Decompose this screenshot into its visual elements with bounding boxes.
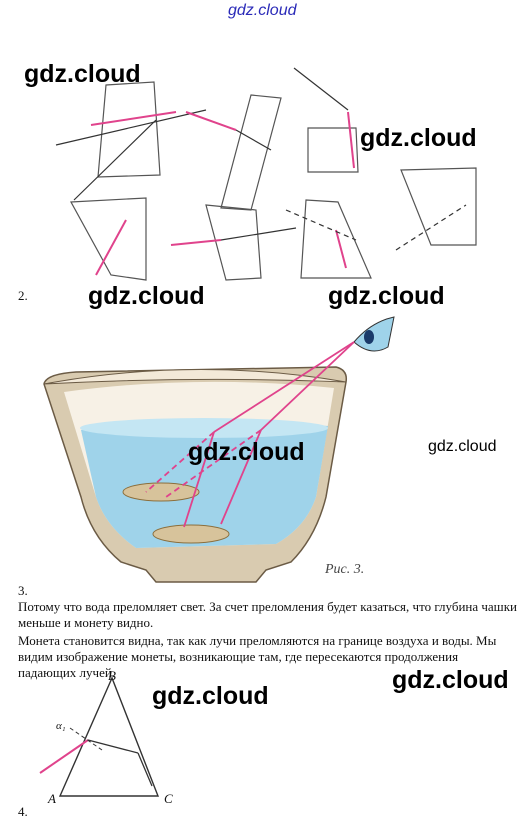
- watermark: gdz.cloud: [88, 282, 205, 310]
- prism-6: [285, 199, 372, 279]
- watermark: gdz.cloud: [152, 682, 269, 710]
- watermark: gdz.cloud: [328, 282, 445, 310]
- watermark: gdz.cloud: [392, 666, 509, 694]
- figure-caption: Рис. 3.: [325, 562, 365, 577]
- watermark: gdz.cloud: [428, 438, 497, 455]
- water: [81, 421, 328, 548]
- plate-2: [185, 94, 282, 211]
- label-vertex-c: C: [164, 791, 173, 806]
- section-4-number: 4.: [18, 804, 28, 819]
- section-3-paragraph-2: Монета становится видна, так как лучи пр…: [18, 633, 497, 680]
- section-2-number: 2.: [18, 288, 28, 303]
- label-vertex-b: B: [108, 668, 116, 683]
- light-rays: [145, 341, 355, 528]
- watermark: gdz.cloud: [188, 438, 305, 466]
- plate-1: [55, 81, 207, 201]
- prism-4: [70, 197, 147, 281]
- watermark: gdz.cloud: [24, 60, 141, 88]
- eye-icon: [353, 316, 395, 352]
- prism-7: [395, 167, 477, 251]
- section-3-paragraph-1: Потому что вода преломляет свет. За счет…: [18, 599, 517, 630]
- coin-real: [152, 524, 230, 544]
- prism-triangle-figure: [39, 676, 160, 797]
- label-alpha: α₁: [56, 720, 66, 732]
- section-3-number: 3.: [18, 583, 28, 598]
- section2-sketch: [55, 67, 477, 281]
- plate-3: [293, 67, 359, 173]
- watermark: gdz.cloud: [360, 124, 477, 152]
- bowl-figure: [43, 316, 395, 583]
- header-site-label: gdz.cloud: [228, 2, 297, 19]
- label-vertex-a: A: [48, 791, 56, 806]
- coin-image: [122, 482, 200, 502]
- bowl-rim: [43, 369, 347, 385]
- prism-5: [170, 204, 297, 281]
